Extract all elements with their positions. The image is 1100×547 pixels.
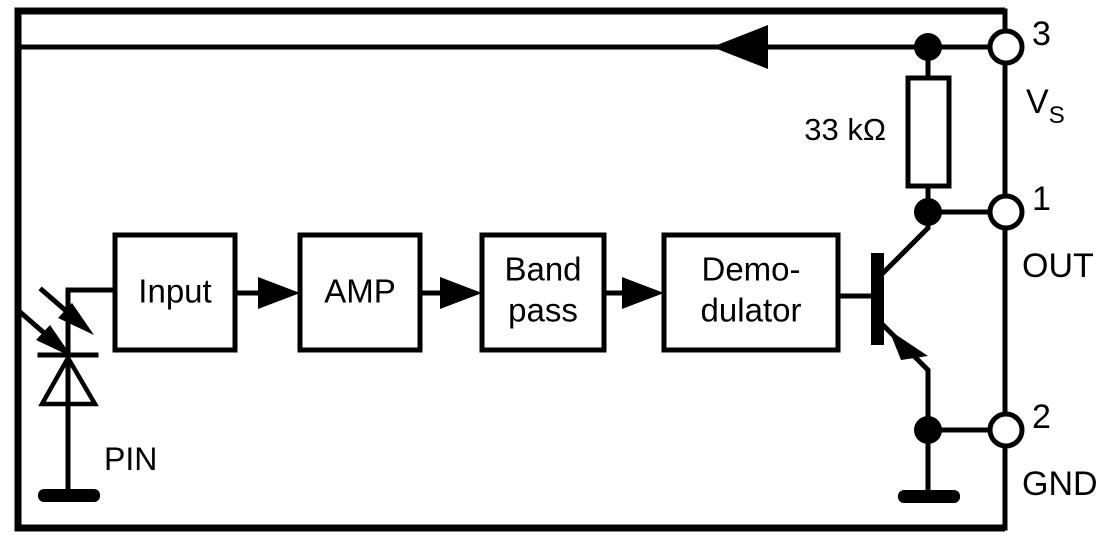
pin-1-name: OUT [1022, 247, 1094, 285]
pin-3-number: 3 [1032, 15, 1051, 53]
npn-transistor [835, 209, 931, 433]
block-amp-label: AMP [324, 273, 396, 310]
light-arrows-icon [16, 286, 94, 357]
photodiode-label: PIN [104, 441, 157, 477]
pin-3-circle[interactable] [987, 28, 1025, 66]
block-demodulator-label-line1: Demo- [701, 251, 800, 288]
pin-1-number: 1 [1032, 180, 1051, 218]
ground-symbol-emitter [898, 427, 960, 503]
block-input: Input [112, 232, 238, 353]
pin-1-circle[interactable] [987, 193, 1025, 231]
block-bandpass: Band pass [479, 232, 607, 353]
pin-1[interactable] [987, 193, 1025, 231]
pin-3-name-subscript: S [1049, 102, 1065, 129]
resistor-value-label: 33 kΩ [804, 112, 886, 147]
pin-2[interactable] [987, 411, 1025, 449]
pin-3-name-main: V [1026, 83, 1049, 121]
supply-output-arrow [712, 25, 931, 69]
block-input-label: Input [138, 273, 211, 310]
block-bandpass-label-line1: Band [504, 251, 581, 288]
block-demodulator-label-line2: dulator [701, 292, 802, 329]
arrow-input-to-amp [232, 277, 300, 309]
pin-3[interactable] [987, 28, 1025, 66]
junction-dot-supply [914, 33, 942, 61]
block-amp: AMP [297, 232, 423, 353]
arrow-amp-to-bandpass [417, 277, 482, 309]
resistor-33k [905, 44, 952, 215]
block-bandpass-label-line2: pass [508, 292, 578, 329]
pin-photodiode [37, 287, 118, 502]
pin-3-name: VS [1026, 83, 1065, 129]
arrow-bandpass-to-demodulator [601, 277, 664, 309]
module-outline [14, 7, 1005, 532]
block-demodulator: Demo- dulator [661, 232, 841, 353]
pin-2-number: 2 [1032, 398, 1051, 436]
pin-2-circle[interactable] [987, 411, 1025, 449]
pin-2-name: GND [1022, 465, 1098, 503]
